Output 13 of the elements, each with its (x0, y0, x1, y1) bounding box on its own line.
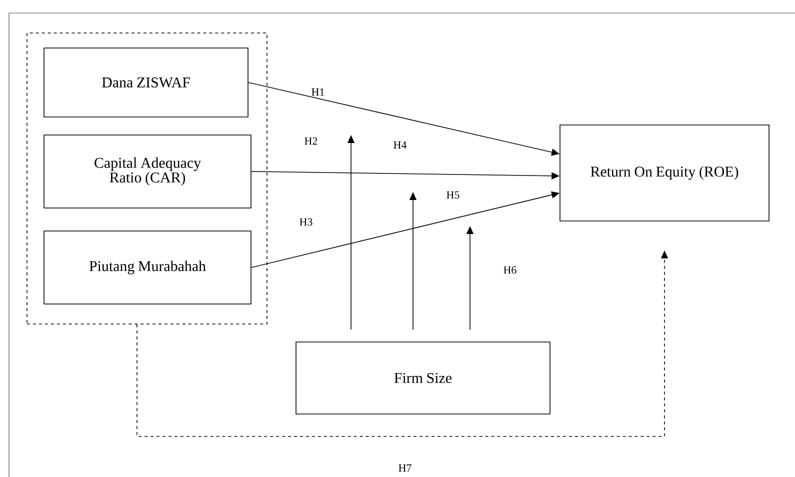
variable-box: Firm Size (296, 342, 550, 414)
hypothesis-label: H2 (304, 137, 318, 145)
hypothesis-label: H3 (300, 218, 312, 226)
group-box (26, 32, 268, 324)
variable-box: Return On Equity (ROE) (560, 124, 770, 222)
variable-box: Piutang Murabahah (44, 230, 252, 304)
variable-box: Dana ZISWAF (44, 48, 248, 118)
hypothesis-label: H1 (312, 88, 324, 96)
hypothesis-label: H4 (394, 141, 407, 149)
hypothesis-label: H5 (446, 191, 460, 199)
variable-box: Capital Adequacy Ratio (CAR) (44, 134, 252, 208)
hypothesis-label: H6 (504, 266, 516, 274)
hypothesis-label: H7 (398, 464, 412, 472)
